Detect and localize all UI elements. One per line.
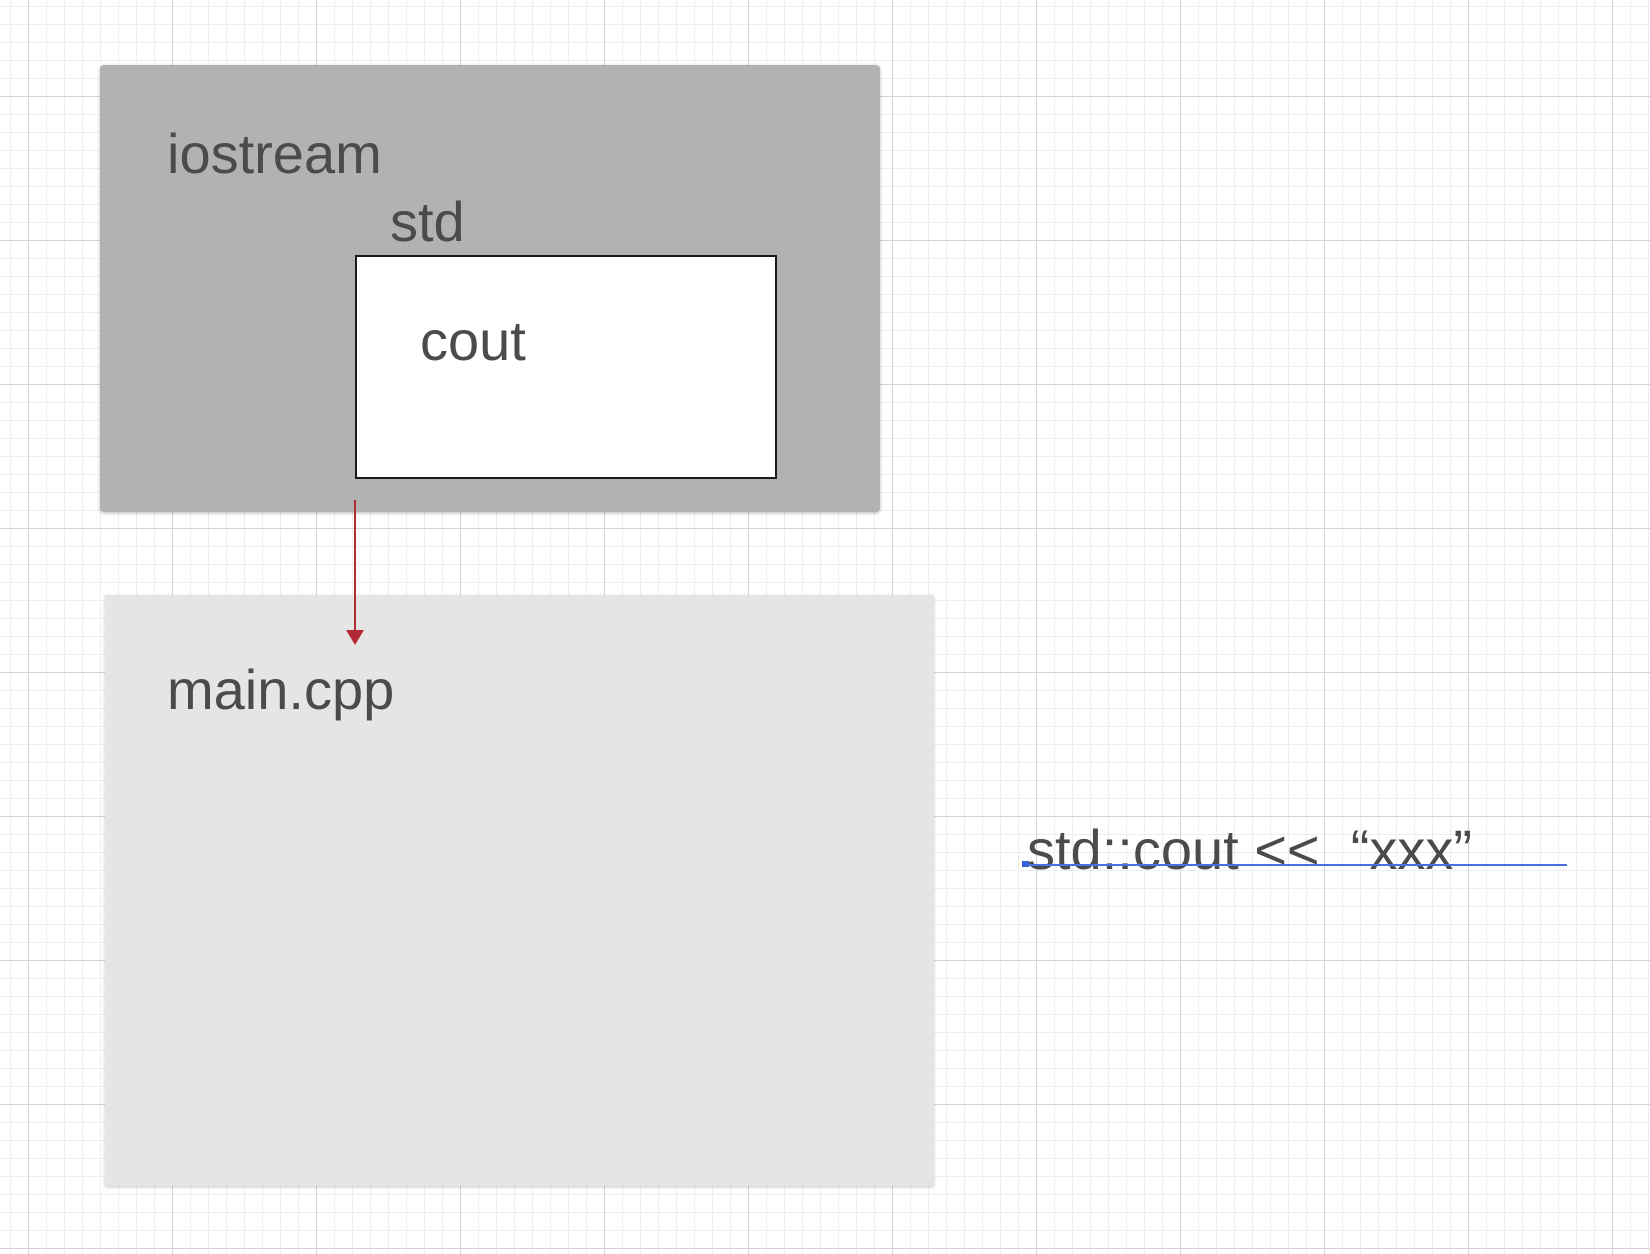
std-namespace-label: std	[390, 190, 465, 253]
text-edit-underline	[1022, 864, 1567, 866]
main-cpp-container[interactable]	[105, 595, 934, 1186]
cout-box[interactable]	[355, 255, 777, 479]
text-cursor-icon	[1022, 861, 1029, 867]
cout-label: cout	[420, 309, 526, 372]
main-cpp-label: main.cpp	[167, 658, 395, 721]
iostream-label: iostream	[167, 122, 382, 185]
code-snippet-text[interactable]: std::cout << “xxx”	[1027, 818, 1473, 881]
